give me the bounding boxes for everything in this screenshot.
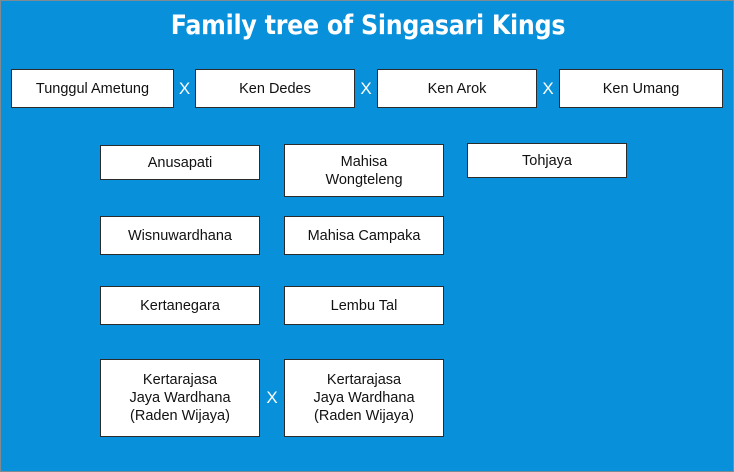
tree-node[interactable]: Wisnuwardhana (100, 216, 260, 255)
tree-node[interactable]: Mahisa Campaka (284, 216, 444, 255)
page-title: Family tree of Singasari Kings (170, 10, 566, 41)
tree-node[interactable]: Kertanegara (100, 286, 260, 325)
tree-node[interactable]: Tohjaya (467, 143, 627, 178)
tree-node[interactable]: Lembu Tal (284, 286, 444, 325)
tree-node[interactable]: Mahisa Wongteleng (284, 144, 444, 197)
marriage-separator-icon: X (542, 78, 554, 98)
tree-node[interactable]: Ken Umang (559, 69, 723, 108)
tree-node[interactable]: Kertarajasa Jaya Wardhana (Raden Wijaya) (100, 359, 260, 437)
marriage-separator-icon: X (266, 388, 278, 407)
marriage-separator-icon: X (178, 78, 191, 98)
tree-node[interactable]: Ken Arok (377, 69, 537, 108)
tree-node[interactable]: Kertarajasa Jaya Wardhana (Raden Wijaya) (284, 359, 444, 437)
tree-node[interactable]: Anusapati (100, 145, 260, 180)
tree-node[interactable]: Ken Dedes (195, 69, 355, 108)
marriage-separator-icon: X (360, 78, 372, 98)
tree-node[interactable]: Tunggul Ametung (11, 69, 174, 108)
